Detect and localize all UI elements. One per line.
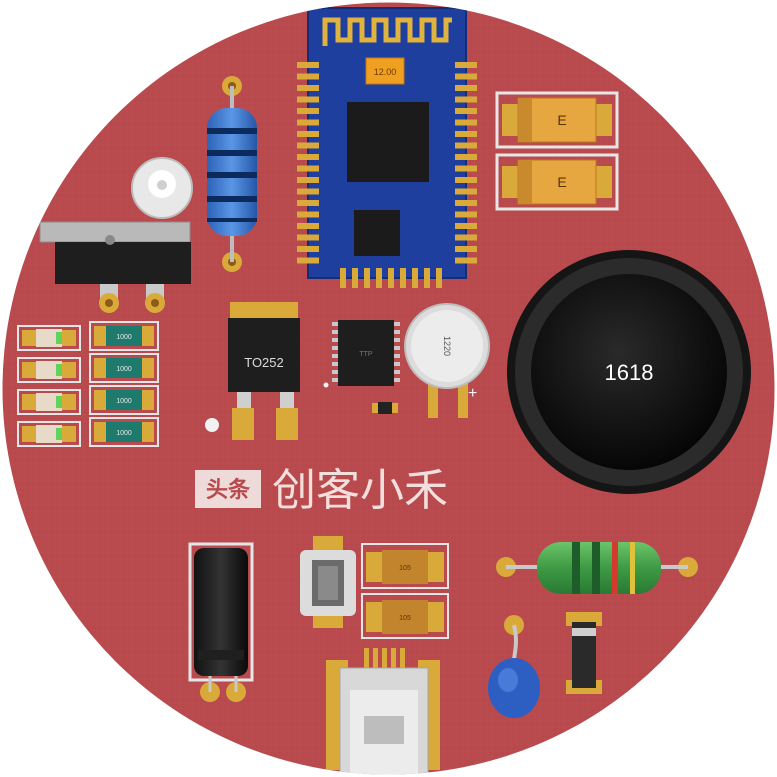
module-pins: [297, 62, 477, 288]
bt-main-chip: [347, 102, 429, 182]
smd-led: [17, 325, 81, 351]
smd-resistor-label: 1000: [116, 366, 132, 373]
smd-led: [17, 357, 81, 383]
ceramic-cap-blue: [488, 615, 540, 718]
small-ic: TTP: [323, 320, 400, 388]
smd-cap-2: 105: [361, 593, 449, 639]
smd-resistor: 1000: [89, 417, 159, 447]
ic-label: TTP: [359, 351, 373, 358]
antenna-trace: [322, 17, 452, 46]
plus-mark: +: [468, 385, 477, 402]
tantalum-cap-bottom: E: [495, 153, 619, 211]
power-transistor: [39, 221, 191, 313]
crystal-oscillator: 1220 +: [404, 303, 490, 418]
smd-resistor: 1000: [89, 385, 159, 415]
crystal-label: 1220: [442, 336, 452, 356]
speaker-buzzer: 1618: [507, 250, 751, 494]
smd-led: [17, 421, 81, 447]
smd-resistor-label: 1000: [116, 334, 132, 341]
smd-cap-1: 105: [361, 543, 449, 589]
micro-usb-connector: [326, 648, 440, 775]
to252-regulator: TO252: [228, 302, 300, 440]
resistor-green: [496, 542, 698, 594]
watermark-text: 创客小禾: [272, 465, 448, 516]
smd-resistor: 1000: [89, 321, 159, 351]
cap-bottom-label: E: [557, 174, 566, 190]
smd-led: [17, 389, 81, 415]
smd-led-array: [17, 325, 81, 447]
smd-resistor-label: 1000: [116, 398, 132, 405]
regulator-label: TO252: [244, 355, 284, 370]
tiny-smd-part: [372, 402, 398, 414]
watermark-badge: 头条: [206, 477, 251, 503]
led: [131, 157, 193, 219]
smd-resistor: 1000: [89, 353, 159, 383]
tact-switch: [300, 536, 356, 628]
resistor-blue: [207, 76, 257, 272]
speaker-label: 1618: [605, 360, 654, 385]
tantalum-cap-top: E: [495, 91, 619, 149]
diode: [566, 612, 602, 694]
rf-chip-label: 12.00: [374, 67, 397, 77]
electrolytic-capacitor: [188, 542, 254, 702]
smd-resistor-label: 1000: [116, 430, 132, 437]
cap-top-label: E: [557, 112, 566, 128]
watermark: 头条 创客小禾: [195, 465, 448, 516]
cap1-label: 105: [399, 565, 411, 572]
bt-flash-chip: [354, 210, 400, 256]
smd-resistor-array: 1000 1000 1000 1000: [89, 321, 159, 447]
fiducial-dot: [205, 418, 219, 432]
bluetooth-module: 12.00: [297, 7, 477, 288]
cap2-label: 105: [399, 615, 411, 622]
